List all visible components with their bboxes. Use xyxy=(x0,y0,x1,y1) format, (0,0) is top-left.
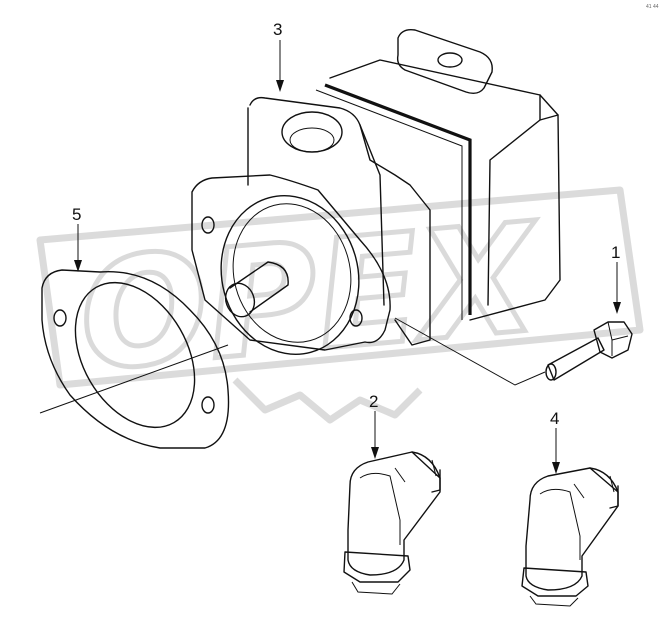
callout-number-3: 3 xyxy=(273,20,282,39)
callout-number-4: 4 xyxy=(550,409,559,428)
gasket xyxy=(41,269,230,449)
pump xyxy=(191,28,561,355)
elbow-fitting-2 xyxy=(343,451,441,595)
center-lines xyxy=(39,317,546,414)
bolt xyxy=(545,321,633,381)
callout-number-2: 2 xyxy=(369,392,378,411)
callout-number-5: 5 xyxy=(72,205,81,224)
corner-mark: 41 44 xyxy=(646,4,659,10)
callout-number-1: 1 xyxy=(611,243,620,262)
watermark-text: OPEX xyxy=(73,191,548,405)
elbow-fitting-4 xyxy=(521,467,619,607)
callout-arrows xyxy=(74,40,621,474)
